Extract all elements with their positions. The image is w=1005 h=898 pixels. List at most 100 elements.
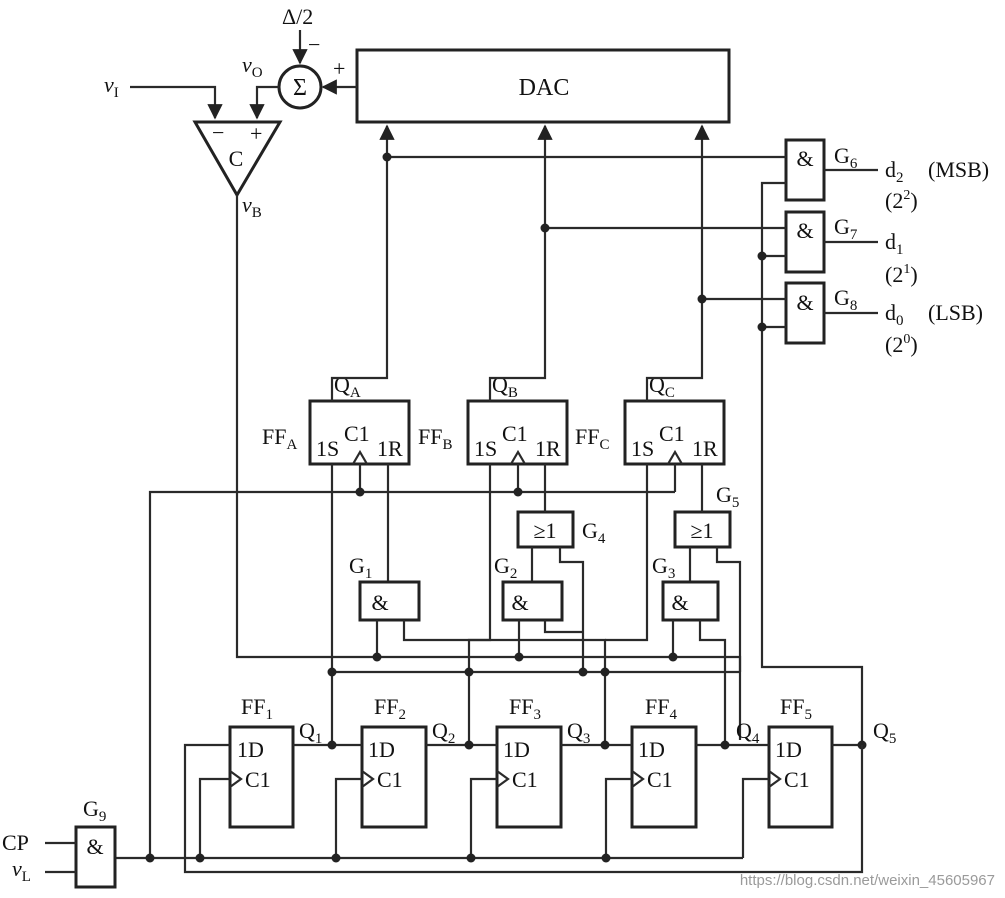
ff5-d: 1D [775, 737, 802, 762]
ff4-clk-tri [631, 770, 645, 788]
ffc-r: 1R [692, 436, 718, 461]
ff4-d: 1D [638, 737, 665, 762]
ff1-clk-tri [229, 770, 243, 788]
ff3-c: C1 [512, 767, 538, 792]
ff2-c: C1 [377, 767, 403, 792]
ff5-label: FF5 [780, 694, 812, 723]
ff1-c: C1 [245, 767, 271, 792]
vo-label: vO [242, 52, 263, 81]
d2-label: d2 [885, 157, 904, 186]
g4-input-q3 [558, 547, 585, 672]
ff4-c: C1 [647, 767, 673, 792]
d1-label: d1 [885, 229, 904, 258]
gate-g5: ≥1 [673, 510, 732, 549]
ff1-clock [198, 777, 230, 858]
q1-label: Q1 [299, 718, 322, 747]
gate-g4: ≥1 [516, 510, 575, 549]
weight-2-0: (20) [885, 332, 918, 357]
g1-name: G1 [349, 553, 372, 582]
q5-feedback-to-d1 [183, 743, 864, 874]
comparator-label: C [229, 146, 244, 171]
delta-label: Δ/2 [282, 4, 313, 29]
g6-symbol: & [796, 146, 813, 171]
ffa-r: 1R [377, 436, 403, 461]
ff3-d: 1D [503, 737, 530, 762]
ff3-clk-tri [496, 770, 510, 788]
q5-label: Q5 [873, 718, 896, 747]
vb-label: vB [242, 192, 262, 221]
qb-to-dac [488, 124, 553, 401]
g5-symbol: ≥1 [690, 518, 713, 543]
g4-symbol: ≥1 [533, 518, 556, 543]
ff5-c: C1 [784, 767, 810, 792]
ff3-clock [469, 777, 497, 858]
g7-symbol: & [796, 218, 813, 243]
g3-symbol: & [671, 590, 688, 615]
comparator: C − + [192, 120, 283, 198]
g8-name: G8 [834, 285, 857, 314]
ffa-label: FFA [262, 424, 297, 453]
gate-g8: & G8 [784, 281, 857, 345]
sum-minus-sign: − [308, 32, 320, 57]
q5-enable-wire [760, 181, 864, 745]
comp-minus: − [212, 120, 224, 145]
vo-wire [249, 85, 279, 120]
g8-symbol: & [796, 290, 813, 315]
ff1-d: 1D [237, 737, 264, 762]
msb-tag: (MSB) [928, 157, 989, 182]
gate-g9: & [74, 825, 117, 889]
qc-label: QC [649, 372, 675, 401]
g2-name: G2 [494, 553, 517, 582]
comp-plus: + [250, 121, 262, 146]
g5-name: G5 [716, 482, 739, 511]
dac-block: DAC [355, 48, 731, 124]
vi-wire [130, 85, 223, 120]
ffc-s-from-q3 [605, 464, 649, 642]
ff2-d: 1D [368, 737, 395, 762]
ffc-clock-tri [667, 449, 683, 465]
q3-label: Q3 [567, 718, 590, 747]
ff5-clock [741, 777, 769, 858]
ff-c: 1S C1 1R [623, 399, 726, 466]
rs-clock-bus [148, 490, 675, 858]
ff4-clock [604, 777, 632, 858]
ff-4: 1D C1 [630, 725, 698, 829]
ff-a: 1S C1 1R [308, 399, 411, 466]
ff5-clk-tri [768, 770, 782, 788]
q2-label: Q2 [432, 718, 455, 747]
qa-label: QA [334, 372, 361, 401]
ffa-clock-tri [352, 449, 368, 465]
ff-3: 1D C1 [495, 725, 563, 829]
g5-input-q4 [715, 547, 742, 740]
ffa-c: C1 [344, 421, 370, 446]
g3-input-q4-feed [698, 620, 727, 745]
weight-2-1: (21) [885, 262, 918, 287]
q4-label: Q4 [736, 718, 760, 747]
vi-label: vI [104, 72, 119, 101]
gate-g3: & [661, 580, 720, 622]
g2-symbol: & [511, 590, 528, 615]
ff-1: 1D C1 [228, 725, 295, 829]
gate-g1: & [358, 580, 421, 622]
g3-name: G3 [652, 553, 675, 582]
qb-label: QB [492, 372, 518, 401]
gate-g2: & [501, 580, 564, 622]
g7-name: G7 [834, 214, 858, 243]
ff2-clock [334, 777, 362, 858]
qa-to-dac [330, 124, 395, 401]
dac-label: DAC [519, 75, 570, 101]
qc-to-dac [645, 124, 710, 401]
ff1-label: FF1 [241, 694, 273, 723]
g1-symbol: & [371, 590, 388, 615]
d0-label: d0 [885, 300, 904, 329]
g9-name: G9 [83, 796, 106, 825]
ff-2: 1D C1 [360, 725, 428, 829]
ffc-s: 1S [631, 436, 654, 461]
ffa-s: 1S [316, 436, 339, 461]
g1-input-q3-feed [402, 620, 607, 745]
ffc-label: FFC [575, 424, 610, 453]
ff-5: 1D C1 [767, 725, 834, 829]
summing-junction: Σ [277, 64, 323, 110]
watermark: https://blog.csdn.net/weixin_45605967 [740, 872, 995, 889]
